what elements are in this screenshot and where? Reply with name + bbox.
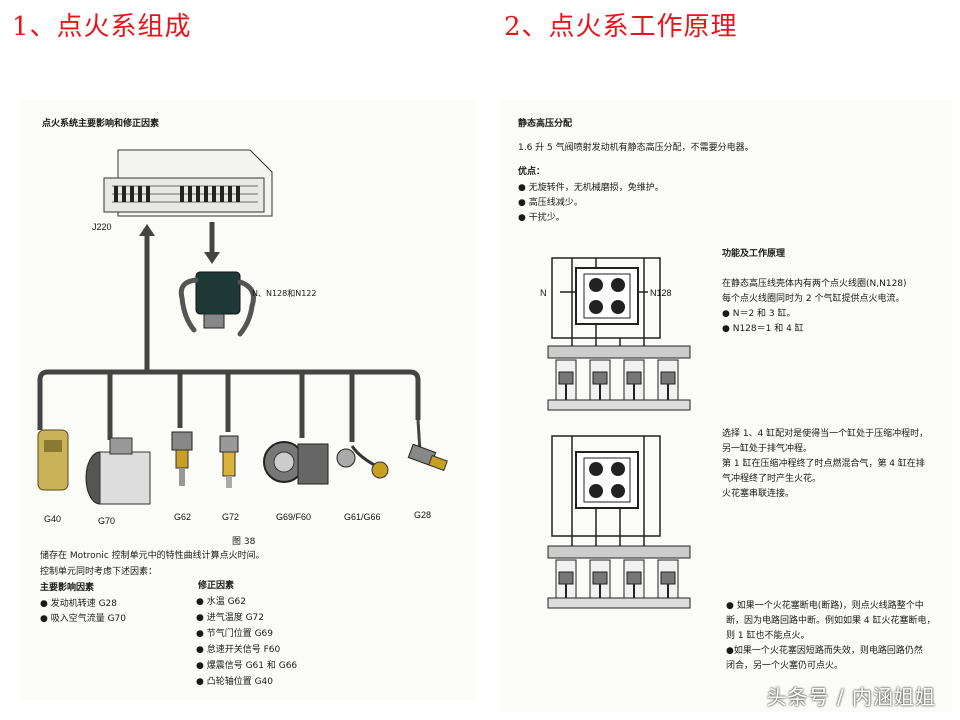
advantage-item: ● 无旋转件，无机械磨损，免维护。 xyxy=(518,183,664,193)
main-factor-item: ● 吸入空气流量 G70 xyxy=(40,614,127,624)
selection-line: 火花塞串联连接。 xyxy=(722,489,795,499)
coil-label-n128: N128 xyxy=(650,288,672,298)
throttle-body-icon xyxy=(263,441,329,485)
advantage-item: ● 干扰少。 xyxy=(518,213,565,223)
sensor-label-g62: G62 xyxy=(174,512,192,522)
left-desc-1: 储存在 Motronic 控制单元中的特性曲线计算点火时间。 xyxy=(40,551,265,561)
correction-item: ● 进气温度 G72 xyxy=(196,613,265,623)
sensor-label-g40: G40 xyxy=(44,514,62,524)
sensor-label-g72: G72 xyxy=(222,512,240,522)
title-ignition-components: 1、点火系组成 xyxy=(12,12,192,42)
fault-line: 闭合，另一个火塞仍可点火。 xyxy=(726,661,844,671)
fault-line: ● 如果一个火花塞断电(断路)，则点火线路整个中 xyxy=(726,601,924,611)
correction-item: ● 凸轮轴位置 G40 xyxy=(196,677,274,687)
advantages-heading: 优点： xyxy=(518,167,546,177)
correction-item: ● 怠速开关信号 F60 xyxy=(196,645,281,655)
function-item: ● N128＝1 和 4 缸 xyxy=(722,324,804,334)
right-heading: 静态高压分配 xyxy=(518,119,573,129)
knock-sensor-icon xyxy=(336,445,389,479)
left-desc-2: 控制单元同时考虑下述因素： xyxy=(40,567,158,577)
fault-line: ●如果一个火花塞因短路而失效，则电路回路仍然 xyxy=(726,646,923,656)
correction-item: ● 节气门位置 G69 xyxy=(196,629,274,639)
correction-item: ● 爆震信号 G61 和 G66 xyxy=(196,661,298,671)
selection-line: 选择 1、4 缸配对是使得当一个缸处于压缩冲程时， xyxy=(722,429,929,439)
wiring-harness xyxy=(37,369,421,442)
selection-line: 另一缸处于排气冲程。 xyxy=(722,444,813,454)
coil-label-n: N xyxy=(540,288,547,298)
sensor-label-g28: G28 xyxy=(414,510,432,520)
speed-sensor-g28-icon xyxy=(407,419,448,472)
main-factor-item: ● 发动机转速 G28 xyxy=(40,599,118,609)
ignition-coil-icon xyxy=(178,271,256,337)
correction-item: ● 水温 G62 xyxy=(196,597,247,607)
coil-label: N、N128和N122 xyxy=(252,289,317,298)
ecu-label: J220 xyxy=(92,222,112,232)
right-line-1: 1.6 升 5 气阀喷射发动机有静态高压分配，不需要分电器。 xyxy=(518,143,754,153)
static-distribution-circuit-2 xyxy=(551,435,661,548)
selection-line: 气冲程终了时产生火花。 xyxy=(722,474,822,484)
sensor-label-g61-g66: G61/G66 xyxy=(344,512,381,522)
sensor-g40-icon xyxy=(37,429,69,491)
fault-line: 断，因为电路回路中断。例如如果 4 缸火花塞断电， xyxy=(726,616,936,626)
main-factors-heading: 主要影响因素 xyxy=(40,583,95,593)
sensor-g70-icon xyxy=(85,437,151,505)
ecu-j220-icon xyxy=(103,149,273,217)
sensor-label-g69-f60: G69/F60 xyxy=(276,512,312,522)
watermark: 头条号 / 内涵姐姐 xyxy=(766,685,936,709)
left-heading: 点火系统主要影响和修正因素 xyxy=(42,119,160,129)
title-ignition-principle: 2、点火系工作原理 xyxy=(504,12,738,42)
fault-line: 则 1 缸也不能点火。 xyxy=(726,631,810,641)
function-line: 在静态高压线壳体内有两个点火线圈(N,N128) xyxy=(722,279,907,289)
correction-factors-heading: 修正因素 xyxy=(198,581,235,591)
sensor-g62-icon xyxy=(171,431,193,486)
sensor-g72-icon xyxy=(219,435,239,488)
signal-arrows xyxy=(139,222,220,372)
sensor-label-g70: G70 xyxy=(98,516,116,526)
figure-caption: 图 38 xyxy=(232,537,256,547)
selection-line: 第 1 缸在压缩冲程终了时点燃混合气，第 4 缸在排 xyxy=(722,459,925,469)
function-item: ● N＝2 和 3 缸。 xyxy=(722,309,796,319)
function-line: 每个点火线圈同时为 2 个气缸提供点火电流。 xyxy=(722,294,905,304)
advantage-item: ● 高压线减少。 xyxy=(518,198,583,208)
function-heading: 功能及工作原理 xyxy=(722,249,786,259)
